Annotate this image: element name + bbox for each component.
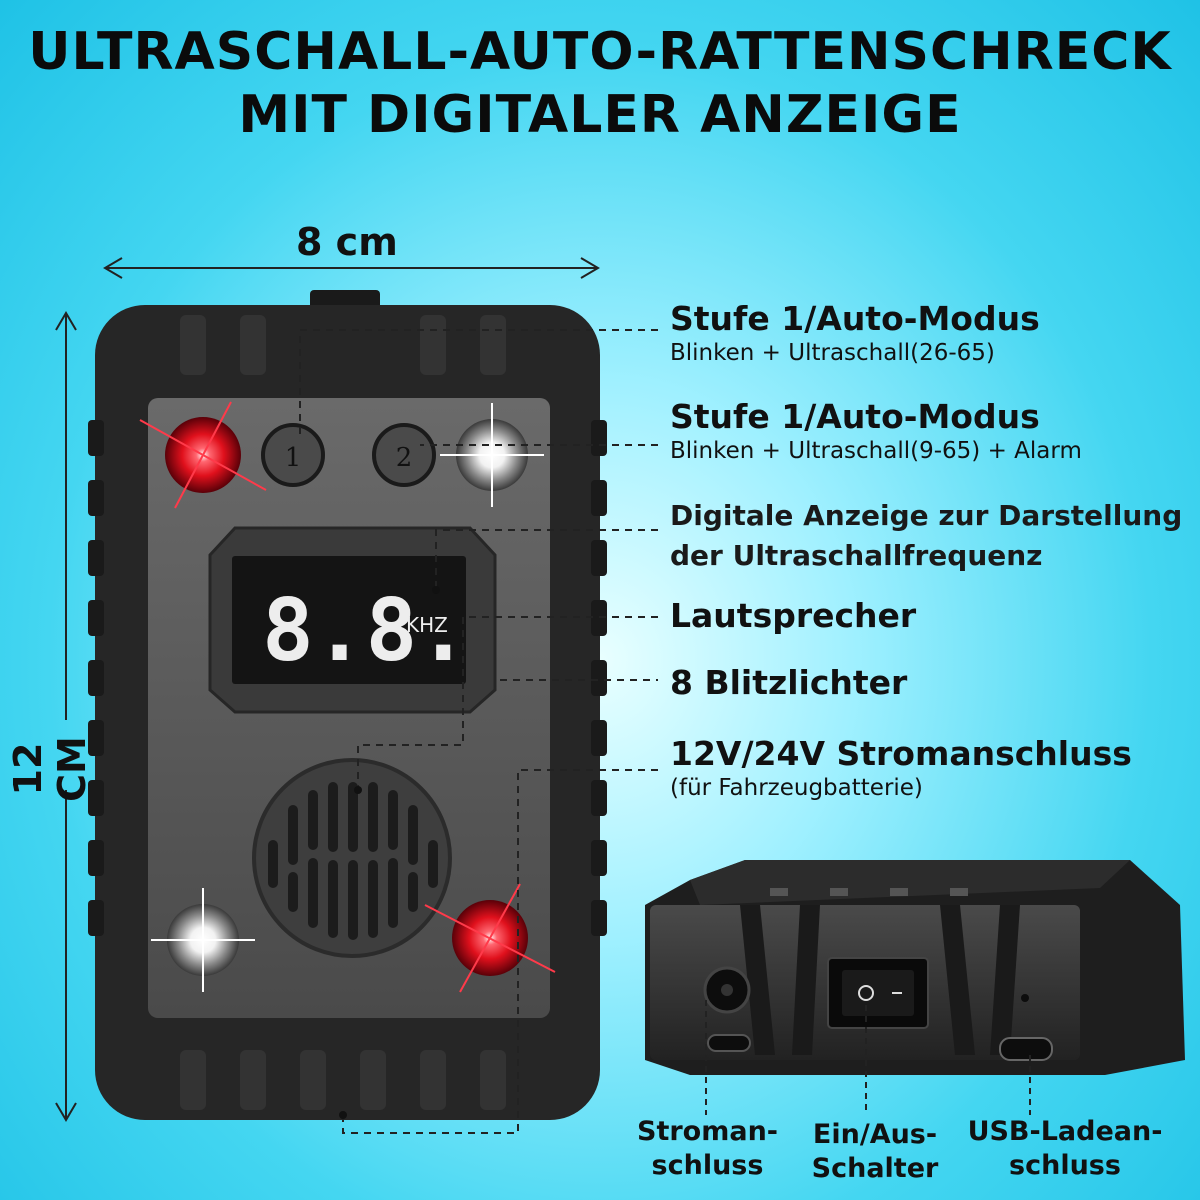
port-label-usb-charging-line-1: USB-Ladean- bbox=[967, 1116, 1163, 1147]
callout-digital-display-line-1: Digitale Anzeige zur Darstellung bbox=[670, 499, 1183, 532]
port-label-usb-charging-line-2: schluss bbox=[1009, 1150, 1121, 1181]
callout-flash-lights: 8 Blitzlichter bbox=[670, 664, 907, 702]
port-label-usb-charging: USB-Ladean- schluss bbox=[955, 1115, 1175, 1183]
callout-level-1: Stufe 1/Auto-Modus Blinken + Ultraschall… bbox=[670, 300, 1040, 368]
led-top-right-white bbox=[440, 403, 544, 507]
frequency-display-digits: 8.8. bbox=[262, 581, 469, 681]
callout-level-1-detail: Blinken + Ultraschall(26-65) bbox=[670, 340, 995, 366]
led-bottom-right-red bbox=[424, 883, 556, 993]
height-dimension-label: 12 CM bbox=[6, 736, 94, 802]
frequency-display-unit: KHZ bbox=[406, 613, 448, 637]
width-dimension-label: 8 cm bbox=[296, 220, 398, 264]
callout-digital-display: Digitale Anzeige zur Darstellung der Ult… bbox=[670, 496, 1182, 576]
callout-leader-lines bbox=[299, 329, 658, 1134]
port-label-on-off-switch-line-1: Ein/Aus- bbox=[812, 1119, 938, 1150]
port-label-on-off-switch: Ein/Aus- Schalter bbox=[800, 1118, 950, 1186]
port-leader-lines bbox=[705, 1000, 1031, 1115]
button-2-label: 2 bbox=[396, 443, 413, 473]
callout-power-connection-detail: (für Fahrzeugbatterie) bbox=[670, 775, 923, 801]
callout-level-2: Stufe 1/Auto-Modus Blinken + Ultraschall… bbox=[670, 398, 1082, 466]
callout-speaker-title: Lautsprecher bbox=[670, 596, 917, 635]
height-dimension-arrow bbox=[55, 311, 77, 1122]
callout-level-1-title: Stufe 1/Auto-Modus bbox=[670, 299, 1040, 338]
led-bottom-left-white bbox=[151, 888, 255, 992]
callout-flash-lights-title: 8 Blitzlichter bbox=[670, 663, 908, 702]
port-label-on-off-switch-line-2: Schalter bbox=[811, 1153, 939, 1184]
callout-power-connection-title: 12V/24V Stromanschluss bbox=[670, 734, 1132, 773]
port-label-power-jack-line-1: Stroman- bbox=[637, 1116, 778, 1147]
callout-speaker: Lautsprecher bbox=[670, 597, 916, 635]
width-dimension-arrow bbox=[103, 257, 600, 279]
callout-digital-display-line-2: der Ultraschallfrequenz bbox=[670, 539, 1043, 572]
button-1-label: 1 bbox=[285, 443, 302, 473]
led-top-left-red bbox=[139, 401, 267, 509]
headline-line-1: ULTRASCHALL-AUTO-RATTENSCHRECK bbox=[28, 22, 1172, 82]
headline-line-2: MIT DIGITALER ANZEIGE bbox=[238, 85, 962, 145]
callout-power-connection: 12V/24V Stromanschluss (für Fahrzeugbatt… bbox=[670, 735, 1132, 803]
device-front bbox=[88, 305, 607, 1120]
callout-level-2-title: Stufe 1/Auto-Modus bbox=[670, 397, 1040, 436]
port-label-power-jack: Stroman- schluss bbox=[620, 1115, 795, 1183]
port-label-power-jack-line-2: schluss bbox=[651, 1150, 764, 1181]
device-side-view bbox=[645, 860, 1185, 1075]
callout-level-2-detail: Blinken + Ultraschall(9-65) + Alarm bbox=[670, 438, 1082, 464]
